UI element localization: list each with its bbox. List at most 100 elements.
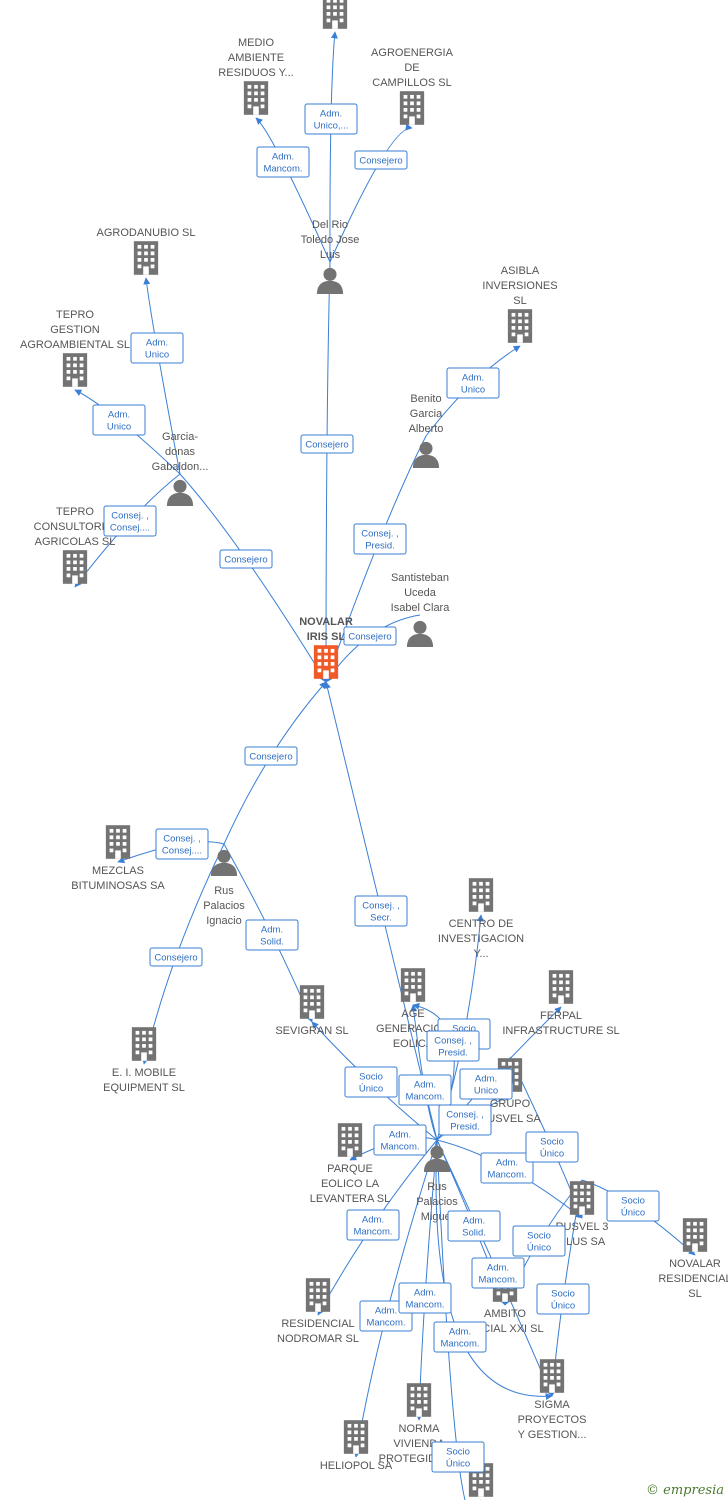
edge-label[interactable]: Adm.Unico — [92, 404, 146, 436]
node-centro[interactable]: CENTRO DEINVESTIGACIONY... — [438, 878, 524, 960]
node-garcia[interactable]: Garcia-donasGabaldon... — [152, 431, 209, 506]
edge-label-text: Único — [551, 1301, 575, 1312]
edge-label[interactable]: Consej. ,Presid. — [353, 523, 407, 555]
edge-label[interactable]: Adm.Mancom. — [398, 1282, 452, 1314]
edge-label[interactable]: Consej. ,Presid. — [438, 1104, 492, 1136]
edge-label[interactable]: Adm.Mancom. — [256, 146, 310, 178]
edge-label[interactable]: Consej. ,Consej.... — [103, 505, 157, 537]
node-label: AGRICOLAS SL — [35, 536, 116, 548]
edge-label[interactable]: Adm.Mancom. — [346, 1209, 400, 1241]
node-label: donas — [165, 446, 195, 458]
node-label: Del Rio — [312, 219, 348, 231]
edge-label[interactable]: Consejero — [354, 150, 408, 170]
edge-label-text: Presid. — [438, 1048, 468, 1059]
edge-label-text: Unico — [145, 350, 169, 361]
node-label: CONSULTORES — [34, 521, 117, 533]
node-tepro_consultores[interactable]: TEPRO CONSULTORES AGRICOLAS SL — [34, 506, 117, 584]
edge-label-text: Único — [359, 1084, 383, 1095]
node-label: Toledo Jose — [301, 234, 360, 246]
node-label: Uceda — [404, 587, 437, 599]
edge-label-box — [354, 895, 408, 927]
edge-label[interactable]: Adm.Unico — [130, 332, 184, 364]
edge-label[interactable]: Consejero — [343, 626, 397, 646]
edge-label-text: Adm. — [496, 1158, 518, 1169]
edge-label-box — [155, 828, 209, 860]
edge-label[interactable]: Adm.Solid. — [245, 919, 299, 951]
edge-label-text: Consej. , — [111, 511, 149, 522]
node-label: TEPRO — [56, 309, 94, 321]
edge-label-text: Adm. — [320, 109, 342, 120]
edge-label[interactable]: Adm.Unico — [446, 367, 500, 399]
edge-label-text: Solid. — [462, 1228, 486, 1239]
edge-label[interactable]: Adm.Unico — [459, 1068, 513, 1100]
edge-label-text: Consej. , — [163, 834, 201, 845]
edge-label-text: Socio — [527, 1231, 551, 1242]
node-label: MEZCLAS — [92, 865, 144, 877]
node-label: NORMA — [399, 1423, 441, 1435]
person-icon — [316, 267, 344, 294]
edge-label-box — [343, 626, 397, 646]
node-label: Garcia — [410, 408, 443, 420]
building-icon — [539, 1359, 565, 1393]
node-label: EOLICO LA — [321, 1178, 380, 1190]
edge-label[interactable]: Adm.Mancom. — [373, 1124, 427, 1156]
node-label: TEPRO — [56, 506, 94, 518]
edge-label[interactable]: Consej. ,Consej.... — [155, 828, 209, 860]
edge-label-text: Único — [621, 1208, 645, 1219]
edge-label[interactable]: Adm.Mancom. — [433, 1321, 487, 1353]
edge-label[interactable]: Consejero — [219, 549, 273, 569]
node-heliopol[interactable]: HELIOPOL SA — [320, 1420, 393, 1472]
edge-label-text: Único — [540, 1149, 564, 1160]
edge-label[interactable]: Adm.Mancom. — [398, 1074, 452, 1106]
edge-label[interactable]: Adm.Mancom. — [480, 1152, 534, 1184]
edge-label-text: Socio — [446, 1447, 470, 1458]
edge-label-text: Mancom. — [366, 1318, 405, 1329]
edge-label[interactable]: Consej. ,Secr. — [354, 895, 408, 927]
edge-label-text: Adm. — [261, 925, 283, 936]
node-label: GESTION — [50, 324, 100, 336]
edge-label[interactable]: Consejero — [300, 434, 354, 454]
edge-label[interactable]: Consejero — [244, 746, 298, 766]
building-icon — [299, 985, 325, 1019]
edge-label-box — [525, 1131, 579, 1163]
edge-label[interactable]: Adm.Unico,... — [304, 103, 358, 135]
node-top_co[interactable] — [322, 0, 348, 29]
node-sevigran[interactable]: SEVIGRAN SL — [275, 985, 349, 1037]
node-label: E. I. MOBILE — [112, 1067, 176, 1079]
edge-label[interactable]: Adm.Solid. — [447, 1210, 501, 1242]
edge-label-text: Mancom. — [405, 1300, 444, 1311]
building-icon — [343, 1420, 369, 1454]
edge-label[interactable]: Consej. ,Presid. — [426, 1030, 480, 1062]
node-agrodanubio[interactable]: AGRODANUBIO SL — [96, 227, 196, 275]
edge-label[interactable]: Adm.Mancom. — [471, 1257, 525, 1289]
edge-label[interactable]: Consejero — [149, 947, 203, 967]
node-label: PARQUE — [327, 1163, 373, 1175]
node-label: Garcia- — [162, 431, 198, 443]
building-icon — [105, 825, 131, 859]
